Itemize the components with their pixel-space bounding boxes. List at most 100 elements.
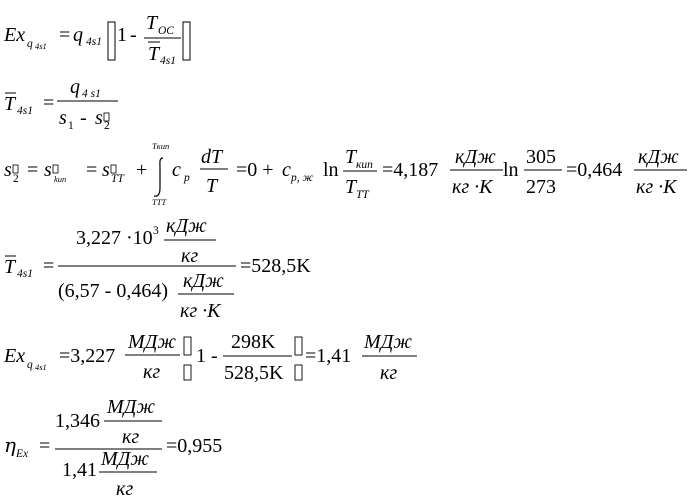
eq3-unit-num-1: кДж (455, 146, 496, 168)
eq2-num-q: q (70, 76, 80, 98)
eq3-s-tt: s (102, 159, 110, 181)
eq3-s2-sub: 2 (13, 173, 19, 185)
eq2-equals: = (43, 92, 54, 114)
eq3-ln-den-sub: TT (356, 189, 370, 201)
eq6-den-unit-num: МДж (100, 448, 149, 470)
eq4-den-unit-num: кДж (183, 270, 224, 292)
eq5-frac-den: 528,5K (224, 362, 284, 384)
eq3-frac-den: 273 (526, 176, 556, 198)
eq6-lhs-sub: Ex (15, 448, 29, 460)
eq4-num-unit-num: кДж (166, 215, 207, 237)
eq2-lhs-sub: 4s1 (17, 105, 33, 117)
eq3-value-2: =0,464 (566, 159, 622, 181)
eq3-lower-limit: TTT (152, 197, 167, 207)
equation-6: η Ex = 1,346 МДж кг 1,41 МДж кг =0,955 (4, 396, 222, 500)
eq5-unit-num: МДж (127, 331, 176, 353)
eq6-den-value: 1,41 (62, 459, 97, 481)
eq1-t-oc: T (146, 12, 159, 34)
eq3-ln-2: ln (503, 159, 519, 181)
eq1-lhs-ex: Ex (3, 24, 25, 46)
eq5-lhs-sub-q: q (27, 359, 33, 371)
eq1-t-bar: T (148, 43, 161, 65)
eq5-right-bracket-top (294, 336, 303, 356)
eq3-frac-num: 305 (526, 146, 556, 168)
eq4-lhs-t: T (4, 256, 17, 278)
eq5-lhs-ex: Ex (3, 345, 25, 367)
eq1-left-bracket (107, 21, 116, 61)
eq6-result: =0,955 (166, 435, 222, 457)
eq3-s-kip: s (44, 159, 52, 181)
eq4-den-unit-den: кг ·K (180, 300, 222, 322)
eq3-dT: dT (201, 146, 224, 168)
eq1-right-bracket (182, 21, 191, 61)
eq2-den-s1: s (59, 107, 67, 129)
eq3-unit-num-2: кДж (638, 146, 679, 168)
equation-3: s 2 = s kип = s TT + Tкип TTT c p dT T =… (4, 141, 687, 207)
eq6-num-unit-den: кг (122, 426, 139, 448)
eq2-den-s2: s (95, 107, 103, 129)
eq5-value: =3,227 (59, 345, 115, 367)
eq3-ln: ln (323, 159, 339, 181)
eq3-integral-sign (153, 157, 164, 197)
eq3-s-kip-sub: kип (54, 174, 66, 184)
eq1-lhs-sub-q: q (27, 38, 33, 50)
eq5-left-bracket-bottom (183, 364, 192, 381)
eq5-right-bracket-bottom (294, 364, 303, 381)
eq5-result-unit-num: МДж (363, 331, 412, 353)
eq4-result: =528,5K (240, 255, 311, 277)
equation-5: Ex q 4s1 =3,227 МДж кг 1 - 298K 528,5K =… (3, 331, 417, 384)
equation-4: T 4s1 = 3,227 ·10 3 кДж кг (6,57 - 0,464… (4, 215, 311, 322)
eq3-unit-den-1: кг ·K (452, 176, 494, 198)
eq3-s-tt-prime-box (110, 164, 117, 174)
eq3-integrand-c: c (172, 159, 181, 181)
equation-1: Ex q 4s1 = q 4s1 1 - T OC T 4s1 (3, 12, 191, 67)
eq3-ln-num: T (345, 146, 358, 168)
eq2-den-s2-sub: 2 (104, 120, 110, 132)
eq4-num-value: 3,227 ·10 (76, 227, 153, 249)
eq5-lhs-subsub: 4s1 (35, 362, 47, 372)
eq4-num-unit-den: кг (181, 245, 198, 267)
eq5-one-minus: 1 - (196, 345, 218, 367)
eq3-ln-den: T (345, 176, 358, 198)
eq6-lhs-eta: η (4, 433, 16, 457)
eq6-num-value: 1,346 (55, 410, 100, 432)
eq3-upper-limit: Tкип (152, 141, 169, 151)
eq1-t-oc-sub: OC (158, 25, 174, 37)
eq1-one: 1 (117, 24, 127, 46)
eq3-zero-plus: =0 + (236, 159, 274, 181)
eq3-value-1: =4,187 (382, 159, 438, 181)
eq3-unit-den-2: кг ·K (636, 176, 678, 198)
eq3-plus: + (136, 159, 147, 181)
eq4-lhs-sub: 4s1 (17, 268, 33, 280)
eq3-ln-num-sub: кип (356, 159, 373, 171)
eq1-q-sub: 4s1 (86, 36, 102, 48)
eq3-c2-sub: p, ж (290, 172, 314, 184)
eq5-result: =1,41 (305, 345, 351, 367)
eq5-left-bracket-top (183, 336, 192, 356)
eq4-equals: = (43, 255, 54, 277)
eq1-lhs-subsub: 4s1 (35, 41, 47, 51)
eq6-den-unit-den: кг (116, 478, 133, 500)
eq2-num-sub: 4 s1 (82, 88, 101, 100)
eq5-result-unit-den: кг (380, 362, 397, 384)
eq3-c2: c (282, 159, 291, 181)
eq3-T: T (206, 175, 219, 197)
eq4-num-exp: 3 (153, 225, 159, 237)
eq1-t-bar-sub: 4s1 (160, 55, 176, 67)
eq4-den-paren: (6,57 - 0,464) (58, 280, 168, 302)
eq2-den-minus: - (80, 107, 87, 129)
eq2-den-s1-sub: 1 (68, 120, 74, 132)
eq3-eq-1: = (27, 159, 38, 181)
eq5-unit-den: кг (143, 361, 160, 383)
eq6-equals: = (39, 435, 50, 457)
eq3-s2: s (4, 159, 12, 181)
eq3-s-kip-prime-box (52, 164, 59, 174)
equation-2: T 4s1 = q 4 s1 s 1 - s 2 (4, 76, 118, 132)
eq2-lhs-t: T (4, 93, 17, 115)
eq3-eq-2: = (86, 159, 97, 181)
eq6-num-unit-num: МДж (106, 396, 155, 418)
eq5-frac-num: 298K (231, 331, 276, 353)
eq1-minus: - (130, 24, 137, 46)
eq2-den-s2-prime-box (103, 112, 110, 122)
